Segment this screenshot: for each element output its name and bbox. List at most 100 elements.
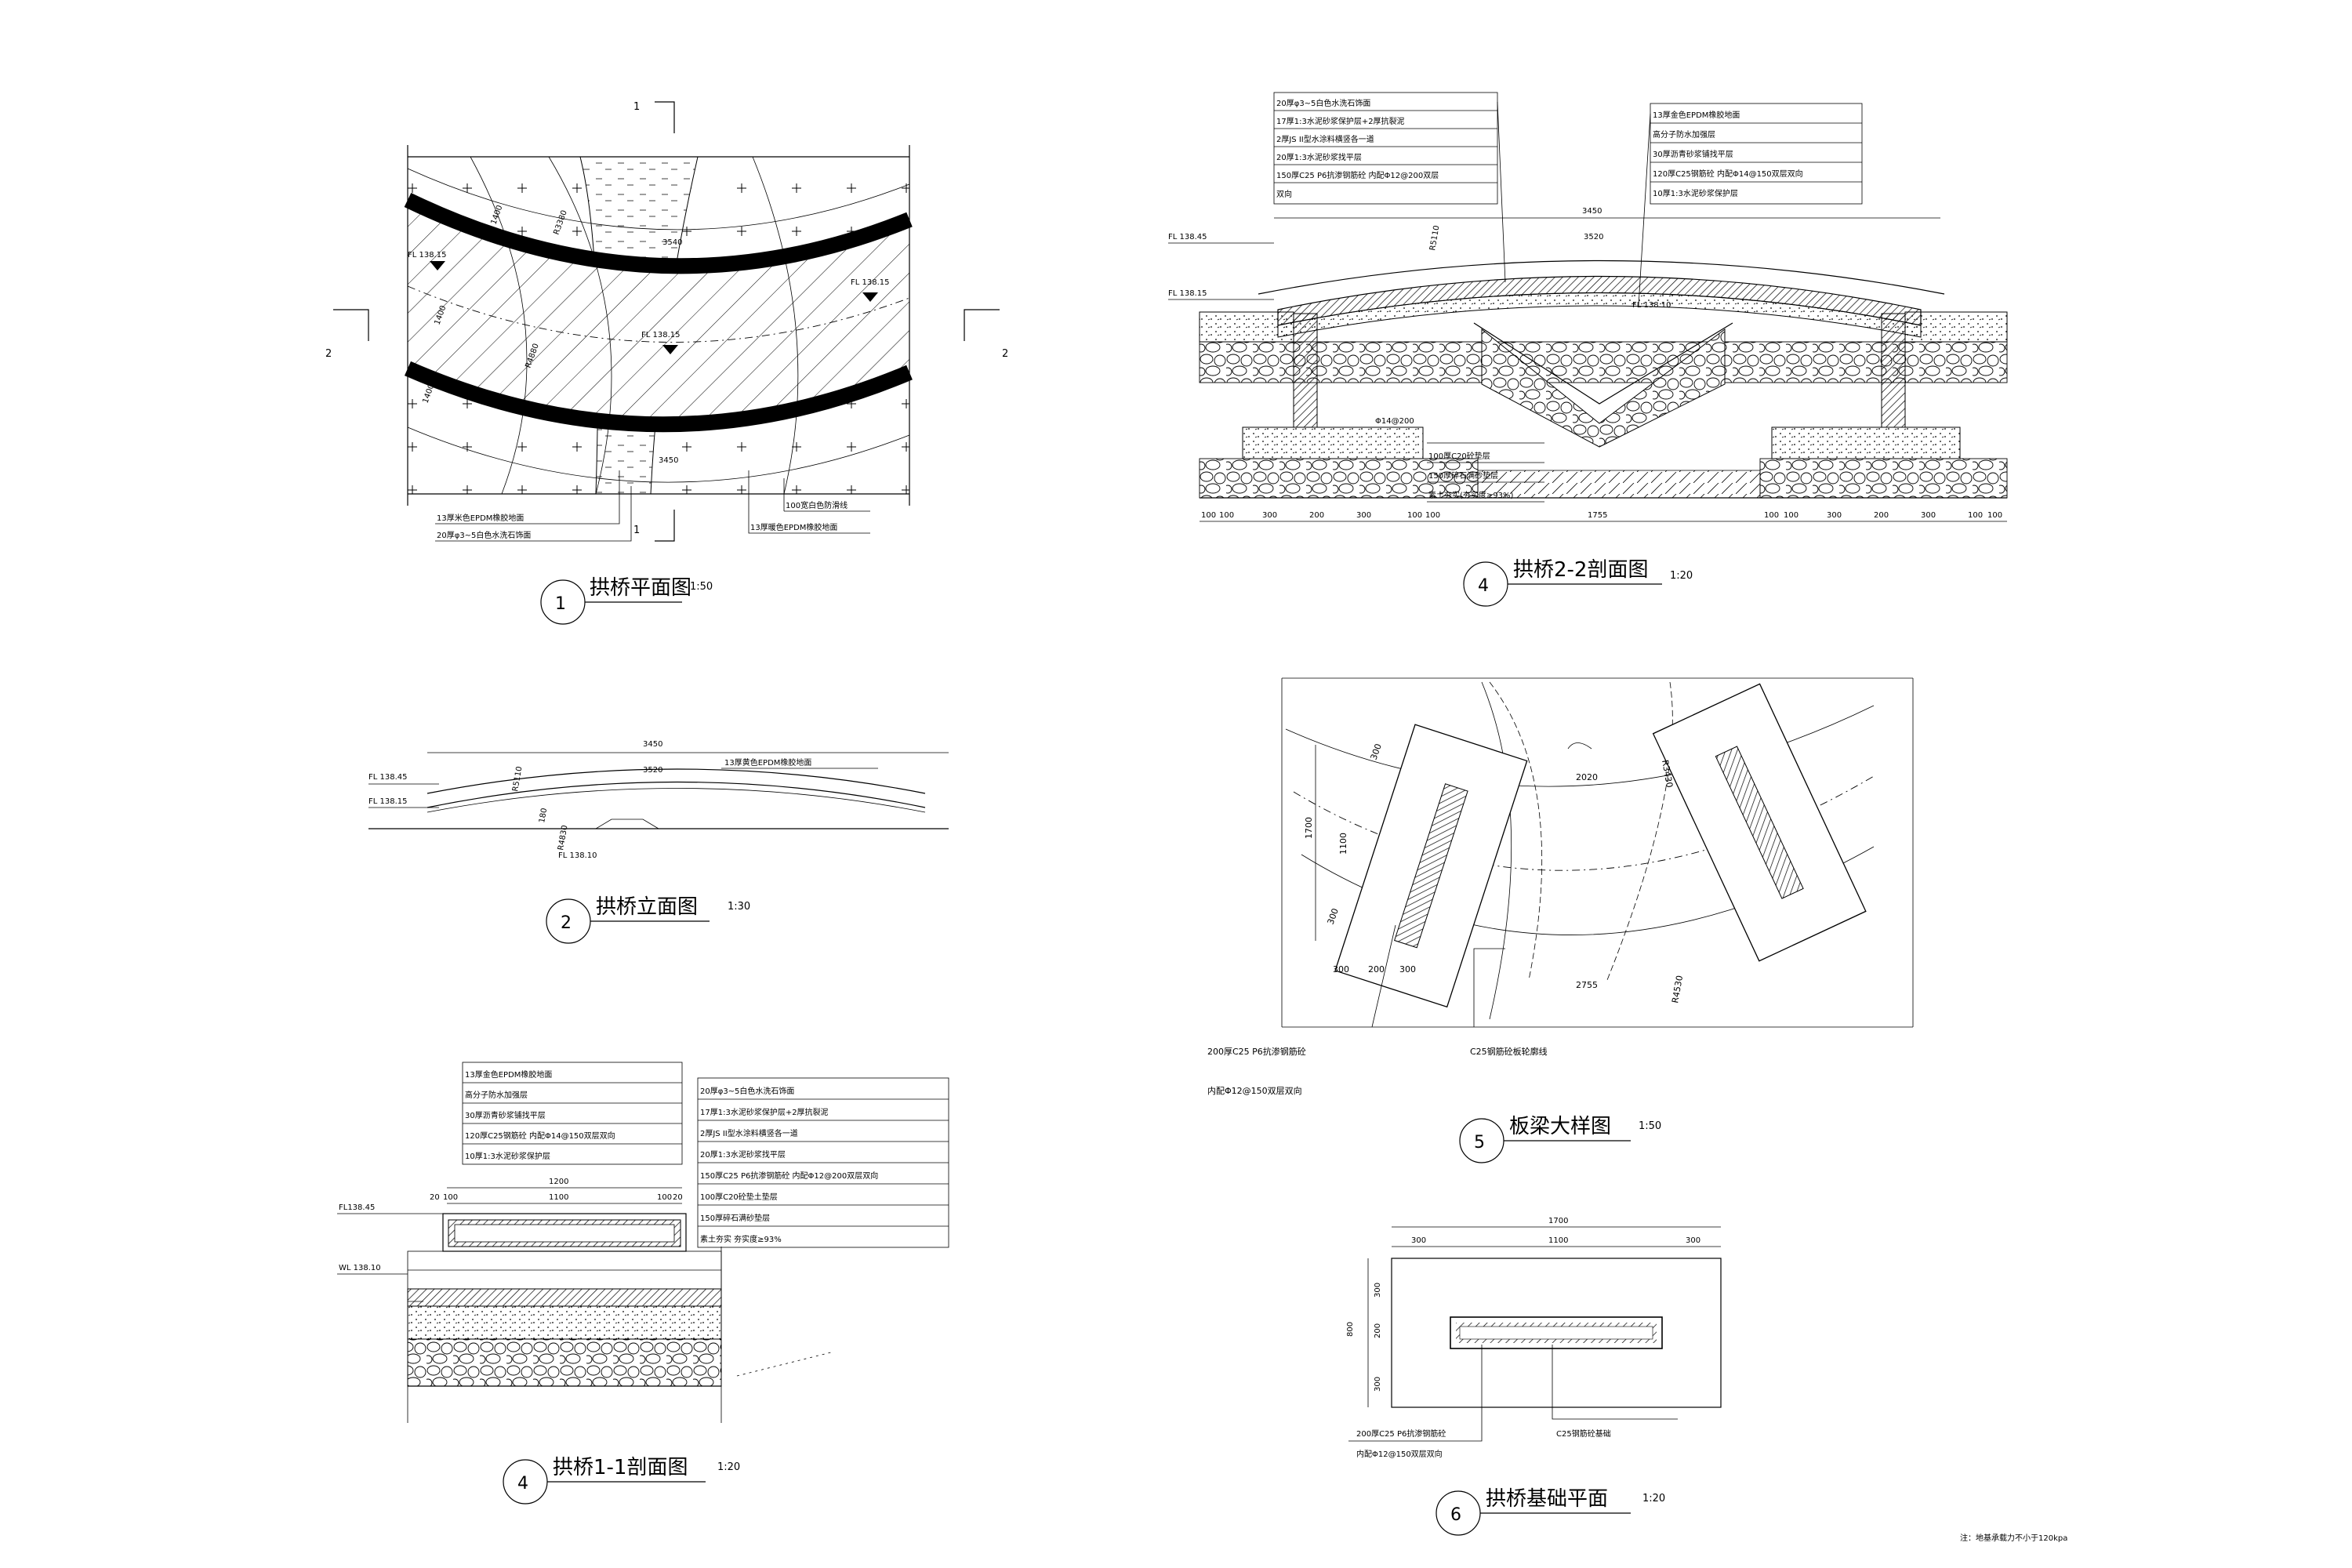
svg-text:10厚1:3水泥砂浆保护层: 10厚1:3水泥砂浆保护层 [465, 1151, 550, 1161]
svg-text:300: 300 [1399, 964, 1416, 975]
svg-text:R5110: R5110 [511, 766, 524, 793]
svg-text:200: 200 [1374, 1323, 1382, 1338]
svg-text:150厚碎石满砂垫层: 150厚碎石满砂垫层 [700, 1213, 770, 1223]
section22-footing-left [1242, 426, 1424, 459]
foundation-callout-concrete: 200厚C25 P6抗渗钢筋砼 [1356, 1428, 1446, 1439]
plan-level-center: FL 138.15 [641, 331, 681, 339]
svg-text:300: 300 [1374, 1377, 1382, 1392]
plan-dim-arc-top: 3540 [662, 238, 682, 247]
slab-centerline [1293, 775, 1875, 871]
svg-text:100: 100 [1968, 511, 1983, 520]
section11-layer-note-top [462, 1062, 683, 1165]
svg-text:5: 5 [1474, 1133, 1485, 1152]
drawing-5-slab-beam-detail: 2020 R3430 R4530 2755 1700 1100 300 300 … [1207, 677, 1914, 1163]
svg-text:300: 300 [1262, 511, 1277, 520]
svg-text:1100: 1100 [1548, 1236, 1568, 1245]
svg-text:100: 100 [1764, 511, 1779, 520]
elevation-dim-arc: 3520 [643, 766, 662, 775]
drawing-4a-scale: 1:20 [1670, 570, 1693, 582]
drawing-1-scale: 1:50 [690, 581, 713, 593]
section22-paving-left [1199, 311, 1294, 343]
svg-text:1: 1 [555, 594, 566, 614]
elevation-level-mid: FL 138.15 [368, 797, 408, 806]
svg-text:150厚碎石满砂垫层: 150厚碎石满砂垫层 [1428, 470, 1498, 481]
section-mark-2-right: 2 [1002, 348, 1008, 360]
svg-text:120厚C25钢筋砼 内配Φ14@150双层双向: 120厚C25钢筋砼 内配Φ14@150双层双向 [465, 1131, 615, 1141]
svg-text:4: 4 [517, 1474, 528, 1494]
svg-text:素土夯实 夯实度≥93%: 素土夯实 夯实度≥93% [700, 1234, 782, 1244]
section11-level-top: FL138.45 [339, 1203, 375, 1212]
svg-text:1700: 1700 [1304, 817, 1314, 839]
elevation-dim-span: 3450 [643, 740, 662, 749]
drawing-4b-scale: 1:20 [717, 1461, 740, 1473]
svg-text:20厚1:3水泥砂浆找平层: 20厚1:3水泥砂浆找平层 [700, 1149, 786, 1160]
svg-text:13厚金色EPDM橡胶地面: 13厚金色EPDM橡胶地面 [465, 1069, 552, 1080]
section22-gravel-bed [1199, 341, 2008, 383]
svg-text:17厚1:3水泥砂浆保护层+2厚抗裂泥: 17厚1:3水泥砂浆保护层+2厚抗裂泥 [1276, 116, 1405, 126]
svg-text:100: 100 [657, 1193, 672, 1202]
slab-callout-concrete: 200厚C25 P6抗渗钢筋砼 [1207, 1046, 1306, 1057]
drawing-4b-title: 拱桥1-1剖面图 [553, 1456, 688, 1479]
svg-text:100: 100 [1201, 511, 1216, 520]
svg-text:120厚C25钢筋砼 内配Φ14@150双层双向: 120厚C25钢筋砼 内配Φ14@150双层双向 [1653, 169, 1803, 179]
svg-text:100厚C20砼垫层: 100厚C20砼垫层 [1428, 451, 1490, 461]
svg-text:300: 300 [1369, 742, 1384, 761]
slab-callout-rebar: 内配Φ12@150双层双向 [1207, 1085, 1302, 1096]
plan-centerline [407, 285, 910, 343]
svg-text:100: 100 [1425, 511, 1440, 520]
foundation-callout-rebar: 内配Φ12@150双层双向 [1356, 1449, 1443, 1459]
drawing-1-bridge-plan: 1 1 2 2 FL 138.15 FL 138.15 FL 138.15 35… [325, 101, 1008, 625]
drawing-5-title: 板梁大样图 [1509, 1115, 1611, 1138]
drawing-2-scale: 1:30 [728, 901, 750, 913]
section22-pier-right [1881, 313, 1906, 428]
svg-text:20厚φ3~5白色水洗石饰面: 20厚φ3~5白色水洗石饰面 [700, 1086, 794, 1096]
svg-text:200: 200 [1309, 511, 1324, 520]
drawing-2-title: 拱桥立面图 [596, 895, 698, 919]
svg-text:双向: 双向 [1276, 189, 1292, 199]
section22-pier-left [1293, 313, 1318, 428]
svg-text:20厚1:3水泥砂浆找平层: 20厚1:3水泥砂浆找平层 [1276, 152, 1362, 162]
slab-dim-r-outer: R4530 [1670, 975, 1685, 1004]
svg-text:800: 800 [1346, 1322, 1355, 1337]
section22-paving-right [1904, 311, 2008, 343]
elevation-level-low: FL 138.10 [558, 851, 597, 860]
slab-dim-outer-arc: 2755 [1576, 980, 1598, 990]
section22-arch-handrail [1258, 260, 1945, 295]
foundation-outline [1391, 1258, 1722, 1408]
svg-text:150厚C25 P6抗渗钢筋砼 内配Φ12@200双层双向: 150厚C25 P6抗渗钢筋砼 内配Φ12@200双层双向 [700, 1171, 878, 1181]
plan-level-right: FL 138.15 [851, 278, 890, 287]
section11-gravel-bed [407, 1338, 722, 1387]
svg-text:200: 200 [1874, 511, 1889, 520]
foundation-callout-base: C25钢筋砼基础 [1556, 1428, 1611, 1439]
section11-level-water: WL 138.10 [339, 1264, 381, 1272]
section11-channel-slab [407, 1305, 722, 1340]
svg-text:300: 300 [1827, 511, 1842, 520]
plan-callout-washed-stone: 20厚φ3~5白色水洗石饰面 [437, 530, 531, 540]
slab-dim-arc: 2020 [1576, 772, 1598, 782]
svg-text:30厚沥青砂浆铺找平层: 30厚沥青砂浆铺找平层 [465, 1110, 546, 1120]
section22-channel [1481, 328, 1726, 448]
section22-rebar-label: Φ14@200 [1375, 417, 1414, 426]
drawing-4a-section-2-2: 20厚φ3~5白色水洗石饰面 17厚1:3水泥砂浆保护层+2厚抗裂泥 2厚JS … [1168, 92, 2008, 607]
svg-text:6: 6 [1450, 1505, 1461, 1525]
drawing-6-title: 拱桥基础平面 [1486, 1487, 1608, 1511]
svg-text:300: 300 [1374, 1283, 1382, 1298]
svg-text:300: 300 [1411, 1236, 1426, 1245]
svg-text:100: 100 [1407, 511, 1422, 520]
svg-text:17厚1:3水泥砂浆保护层+2厚抗裂泥: 17厚1:3水泥砂浆保护层+2厚抗裂泥 [700, 1107, 829, 1117]
svg-text:300: 300 [1356, 511, 1371, 520]
svg-text:13厚金色EPDM橡胶地面: 13厚金色EPDM橡胶地面 [1653, 110, 1740, 120]
slab-dim-r-inner: R3430 [1660, 759, 1675, 788]
section22-level-top: FL 138.45 [1168, 233, 1207, 241]
svg-text:300: 300 [1921, 511, 1936, 520]
drawing-4a-title: 拱桥2-2剖面图 [1513, 558, 1648, 582]
section22-dim-arc: 3520 [1584, 233, 1603, 241]
plan-callout-epdm-warm: 13厚暖色EPDM橡胶地面 [750, 522, 837, 532]
section-mark-2-left: 2 [325, 348, 332, 360]
plan-deck-edge-bottom [404, 361, 913, 433]
drawing-6-scale: 1:20 [1642, 1493, 1665, 1504]
svg-text:1100: 1100 [1338, 833, 1348, 855]
elevation-callout-epdm: 13厚黄色EPDM橡胶地面 [724, 757, 811, 768]
foundation-dim-overall: 1700 [1548, 1217, 1568, 1225]
